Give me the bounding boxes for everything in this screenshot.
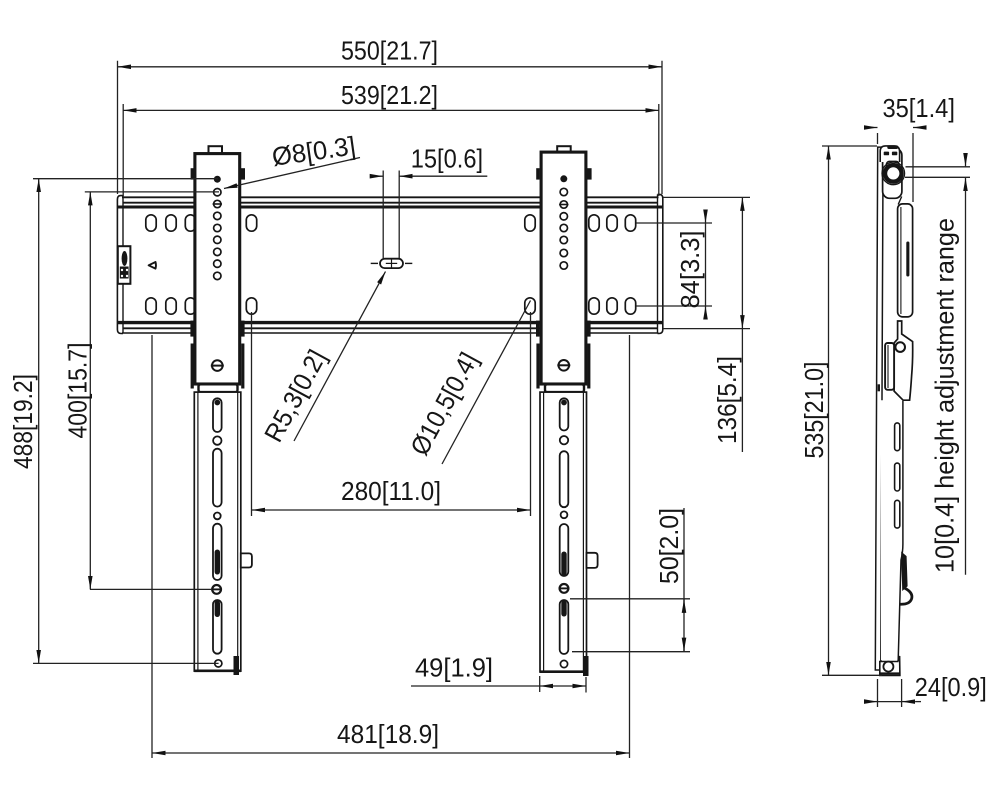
svg-text:488[19.2]: 488[19.2]: [8, 374, 38, 469]
svg-text:280[11.0]: 280[11.0]: [341, 476, 441, 506]
svg-text:Ø10,5[0.4]: Ø10,5[0.4]: [404, 347, 484, 460]
svg-text:24[0.9]: 24[0.9]: [915, 672, 987, 702]
svg-text:Ø8[0.3]: Ø8[0.3]: [270, 130, 357, 171]
svg-text:10[0.4] height adjustment rang: 10[0.4] height adjustment range: [930, 218, 960, 573]
svg-text:50[2.0]: 50[2.0]: [654, 508, 684, 584]
svg-text:481[18.9]: 481[18.9]: [337, 719, 439, 749]
svg-text:15[0.6]: 15[0.6]: [411, 144, 483, 174]
svg-text:539[21.2]: 539[21.2]: [341, 80, 438, 110]
svg-text:84[3.3]: 84[3.3]: [675, 231, 705, 309]
svg-text:550[21.7]: 550[21.7]: [341, 36, 438, 66]
svg-text:136[5.4]: 136[5.4]: [712, 356, 742, 444]
svg-text:35[1.4]: 35[1.4]: [882, 93, 955, 123]
svg-text:400[15.7]: 400[15.7]: [63, 343, 93, 439]
svg-text:49[1.9]: 49[1.9]: [415, 653, 493, 683]
svg-text:535[21.0]: 535[21.0]: [799, 362, 829, 459]
svg-text:R5,3[0.2]: R5,3[0.2]: [258, 345, 332, 447]
